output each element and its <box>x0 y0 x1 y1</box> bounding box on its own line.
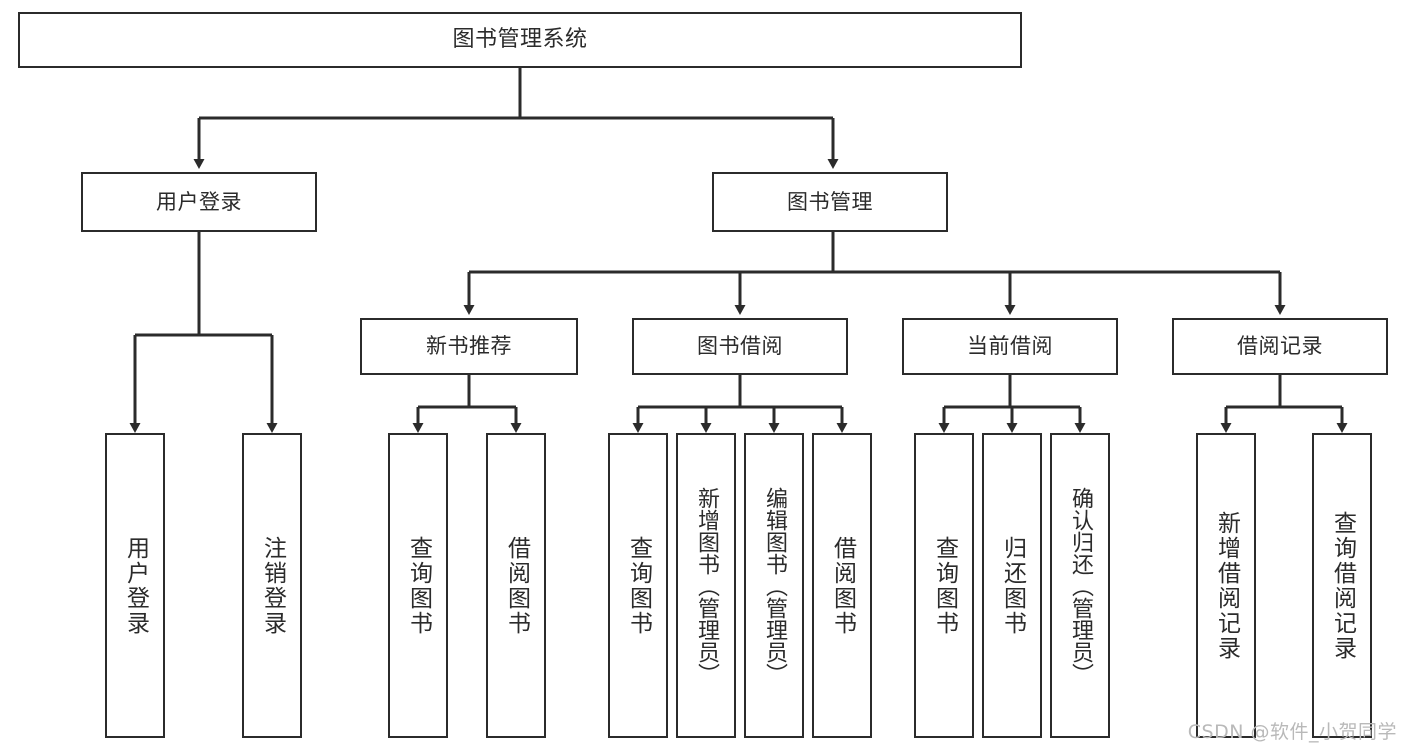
node-leaf-user-login[interactable]: 用户登录 <box>105 433 165 738</box>
node-book-manage[interactable]: 图书管理 <box>712 172 948 232</box>
node-leaf-user-login-label: 用户登录 <box>122 535 149 636</box>
node-leaf-confirm-return-label: 确认归还（管理员） <box>1068 486 1093 685</box>
node-root-label: 图书管理系统 <box>452 27 588 53</box>
node-leaf-query-record-label: 查询借阅记录 <box>1329 510 1356 661</box>
node-current-borrow[interactable]: 当前借阅 <box>902 318 1118 375</box>
node-leaf-edit-book[interactable]: 编辑图书（管理员） <box>744 433 804 738</box>
node-leaf-confirm-return[interactable]: 确认归还（管理员） <box>1050 433 1110 738</box>
node-current-borrow-label: 当前借阅 <box>967 334 1053 359</box>
node-leaf-return-book-label: 归还图书 <box>999 535 1026 636</box>
node-book-borrow-label: 图书借阅 <box>697 334 783 359</box>
node-user-login-label: 用户登录 <box>156 189 242 214</box>
node-leaf-add-record[interactable]: 新增借阅记录 <box>1196 433 1256 738</box>
node-new-book-rec[interactable]: 新书推荐 <box>360 318 578 375</box>
node-leaf-query-book-3-label: 查询图书 <box>931 535 958 636</box>
node-leaf-query-book-1-label: 查询图书 <box>405 535 432 636</box>
node-leaf-borrow-book-2-label: 借阅图书 <box>829 535 856 636</box>
node-leaf-borrow-book-1[interactable]: 借阅图书 <box>486 433 546 738</box>
node-new-book-rec-label: 新书推荐 <box>426 334 512 359</box>
node-root[interactable]: 图书管理系统 <box>18 12 1022 68</box>
node-leaf-add-book-label: 新增图书（管理员） <box>694 486 719 685</box>
node-leaf-query-book-2-label: 查询图书 <box>625 535 652 636</box>
node-leaf-query-record[interactable]: 查询借阅记录 <box>1312 433 1372 738</box>
node-book-borrow[interactable]: 图书借阅 <box>632 318 848 375</box>
node-leaf-return-book[interactable]: 归还图书 <box>982 433 1042 738</box>
node-borrow-record[interactable]: 借阅记录 <box>1172 318 1388 375</box>
node-leaf-query-book-2[interactable]: 查询图书 <box>608 433 668 738</box>
node-leaf-query-book-3[interactable]: 查询图书 <box>914 433 974 738</box>
node-leaf-user-logout-label: 注销登录 <box>259 535 286 636</box>
node-leaf-query-book-1[interactable]: 查询图书 <box>388 433 448 738</box>
node-leaf-add-record-label: 新增借阅记录 <box>1213 510 1240 661</box>
node-leaf-user-logout[interactable]: 注销登录 <box>242 433 302 738</box>
node-leaf-borrow-book-1-label: 借阅图书 <box>503 535 530 636</box>
node-borrow-record-label: 借阅记录 <box>1237 334 1323 359</box>
node-leaf-add-book[interactable]: 新增图书（管理员） <box>676 433 736 738</box>
node-leaf-edit-book-label: 编辑图书（管理员） <box>762 486 787 685</box>
node-leaf-borrow-book-2[interactable]: 借阅图书 <box>812 433 872 738</box>
node-book-manage-label: 图书管理 <box>787 189 873 214</box>
node-user-login[interactable]: 用户登录 <box>81 172 317 232</box>
